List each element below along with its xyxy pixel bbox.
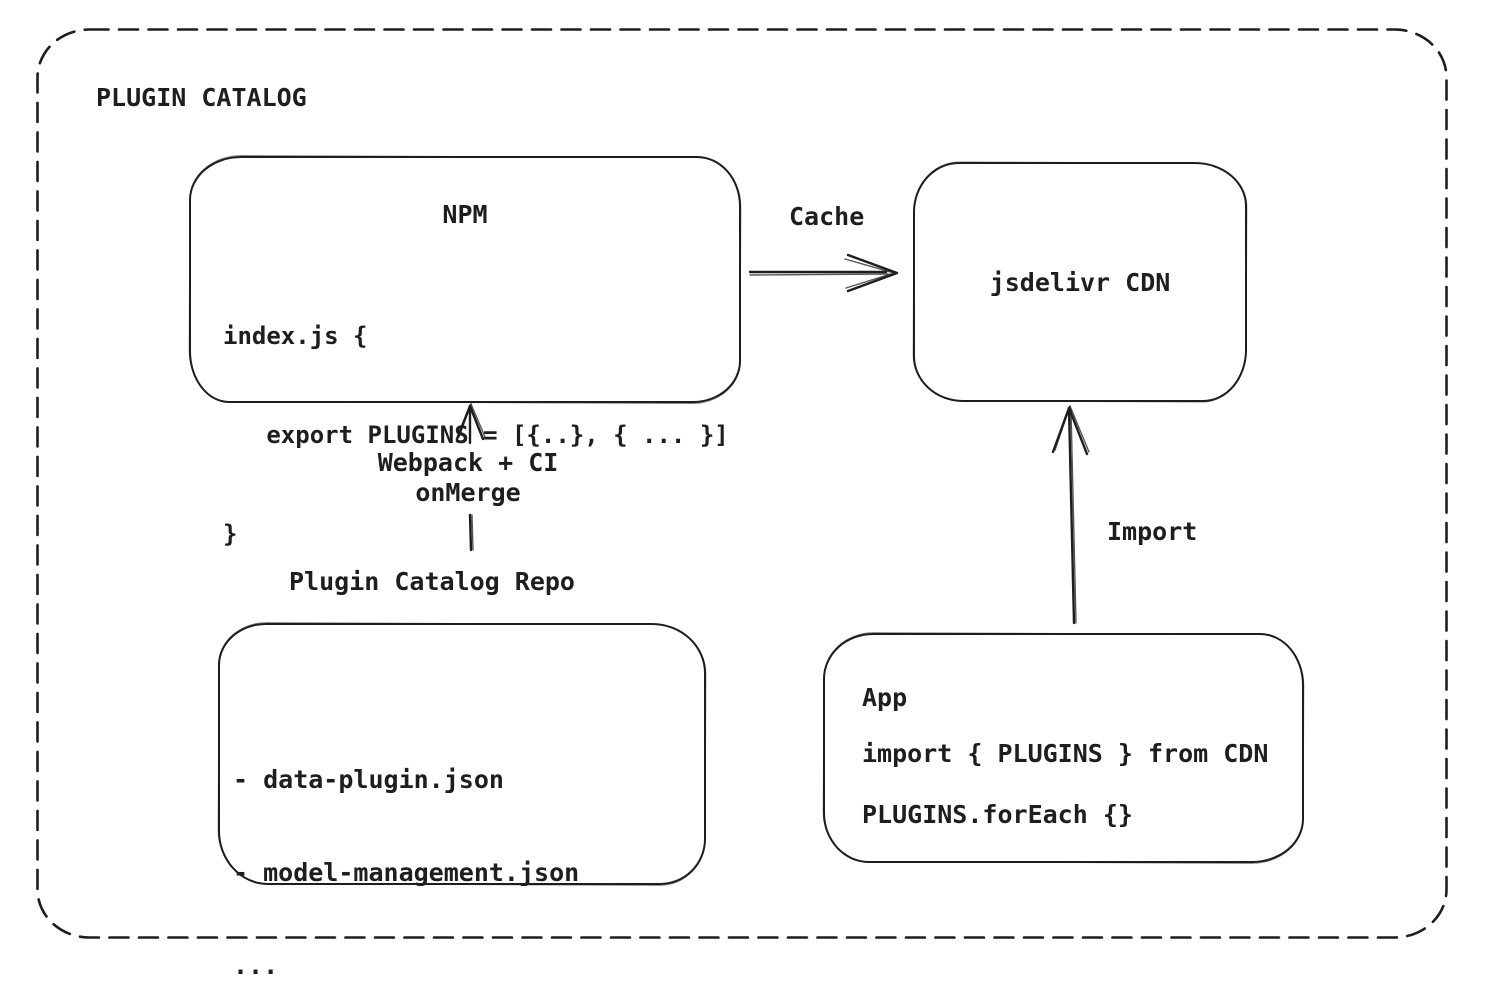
cache-arrow-head-sketch xyxy=(844,258,895,289)
app-title: App xyxy=(862,683,908,712)
import-arrow-shaft xyxy=(1067,406,1076,625)
webpack-label-line1: Webpack + CI xyxy=(377,448,559,477)
import-arrow xyxy=(1051,405,1090,625)
import-arrow-head-sketch xyxy=(1054,405,1071,451)
npm-code-line: } xyxy=(223,520,238,548)
repo-node: - data-plugin.json - model-management.js… xyxy=(218,623,706,980)
webpack-label-line2: onMerge xyxy=(415,478,521,507)
cdn-node: jsdelivr CDN xyxy=(913,162,1247,402)
import-arrow-head xyxy=(1067,406,1089,456)
repo-file-item: ... xyxy=(233,951,279,980)
import-arrow-shaft-sketch xyxy=(1070,409,1077,624)
webpack-arrow-head xyxy=(468,404,485,441)
diagram-title: PLUGIN CATALOG xyxy=(96,83,307,112)
app-code-line: import { PLUGINS } from CDN xyxy=(862,739,1269,768)
repo-label: Plugin Catalog Repo xyxy=(289,567,575,596)
webpack-arrow-shaft-lower xyxy=(468,513,473,552)
import-label: Import xyxy=(1107,517,1198,546)
npm-title: NPM xyxy=(442,200,488,229)
webpack-arrow-head-sketch xyxy=(470,403,486,438)
npm-code: index.js { export PLUGINS = [{..}, { ...… xyxy=(223,254,729,617)
app-code-line: PLUGINS.forEach {} xyxy=(862,800,1133,829)
webpack-label: Webpack + CI onMerge xyxy=(368,448,568,508)
npm-node: NPM index.js { export PLUGINS = [{..}, {… xyxy=(189,156,741,548)
npm-code-line: index.js { xyxy=(223,322,368,350)
webpack-arrow xyxy=(455,403,486,552)
cache-arrow-shaft-sketch xyxy=(749,273,889,276)
cache-arrow xyxy=(748,253,899,293)
import-arrow-head-sketch xyxy=(1069,405,1090,453)
frame-border xyxy=(36,28,1448,939)
repo-file-item: - data-plugin.json xyxy=(233,765,504,794)
webpack-arrow-shaft-sketch xyxy=(471,514,474,551)
cdn-label: jsdelivr CDN xyxy=(989,267,1171,297)
cache-arrow-head xyxy=(846,253,899,293)
repo-file-item: - model-management.json xyxy=(233,858,580,887)
cache-label: Cache xyxy=(789,202,865,231)
npm-code-line: export PLUGINS = [{..}, { ... }] xyxy=(223,421,729,449)
repo-file-list: - data-plugin.json - model-management.js… xyxy=(233,702,579,1002)
app-node: App import { PLUGINS } from CDN PLUGINS.… xyxy=(823,633,1304,863)
